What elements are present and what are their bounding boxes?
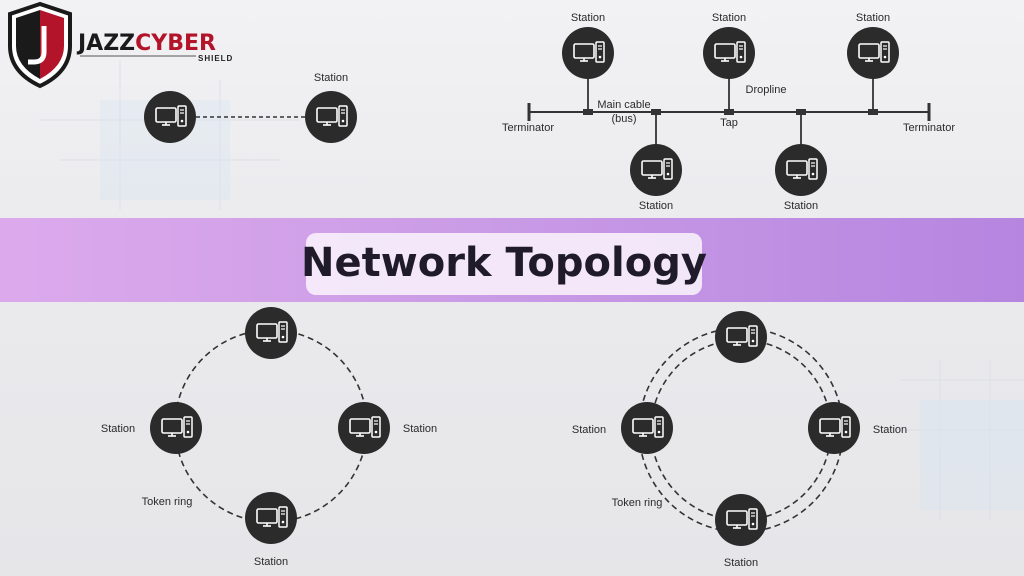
main-cable-label: Main cable: [597, 99, 650, 111]
dual-ring-station-label: Station: [724, 557, 758, 569]
brand-logo: JAZZCYBER SHIELD: [8, 1, 233, 89]
inner-ring-link: [650, 339, 832, 521]
bus-station-node: [703, 27, 755, 79]
ring-station-node: [245, 307, 297, 359]
dual-ring-station-node: [715, 494, 767, 546]
terminator-right-label: Terminator: [903, 122, 955, 134]
terminator-left-label: Terminator: [502, 122, 554, 134]
bus-station-node: [847, 27, 899, 79]
p2p-station-node: [144, 91, 196, 143]
ring-station-label: Station: [101, 423, 135, 435]
point-to-point-topology: Station: [144, 72, 357, 143]
dual-ring-topology: Station Station Station Token ring: [572, 311, 907, 569]
dual-token-ring-label: Token ring: [612, 497, 663, 509]
title-banner: Network Topology: [0, 218, 1024, 302]
dual-ring-station-label: Station: [572, 424, 606, 436]
bus-station-label: Station: [856, 12, 890, 24]
bus-station-node: [562, 27, 614, 79]
p2p-station-node: [305, 91, 357, 143]
bus-station-node: [630, 144, 682, 196]
bus-station-label: Station: [571, 12, 605, 24]
dual-ring-station-node: [808, 402, 860, 454]
tap-label: Tap: [720, 117, 738, 129]
brand-name-part1: JAZZ: [76, 31, 135, 56]
brand-name-part2: CYBER: [135, 31, 216, 56]
bus-station-label: Station: [639, 200, 673, 212]
bus-station-node: [775, 144, 827, 196]
bus-station-label: Station: [784, 200, 818, 212]
ring-station-label: Station: [403, 423, 437, 435]
bus-tap: [796, 109, 806, 115]
bus-topology: Station Station Station Station Station …: [502, 12, 955, 212]
bus-station-label: Station: [712, 12, 746, 24]
ring-station-node: [245, 492, 297, 544]
p2p-station-label: Station: [314, 72, 348, 84]
dual-ring-station-label: Station: [873, 424, 907, 436]
ring-station-label: Station: [254, 556, 288, 568]
dual-ring-station-node: [621, 402, 673, 454]
dual-ring-station-node: [715, 311, 767, 363]
bus-tap: [651, 109, 661, 115]
ring-station-node: [150, 402, 202, 454]
brand-subtitle: SHIELD: [198, 54, 233, 63]
brand-name: JAZZCYBER: [76, 31, 216, 56]
dropline-label: Dropline: [746, 84, 787, 96]
bus-tap: [583, 109, 593, 115]
ring-topology: Station Station Station Token ring: [101, 307, 437, 568]
bus-tap: [868, 109, 878, 115]
token-ring-label: Token ring: [142, 496, 193, 508]
bus-label: (bus): [611, 113, 636, 125]
background-accent: [920, 400, 1024, 510]
bus-tap: [724, 109, 734, 115]
ring-station-node: [338, 402, 390, 454]
page-title: Network Topology: [301, 240, 707, 286]
